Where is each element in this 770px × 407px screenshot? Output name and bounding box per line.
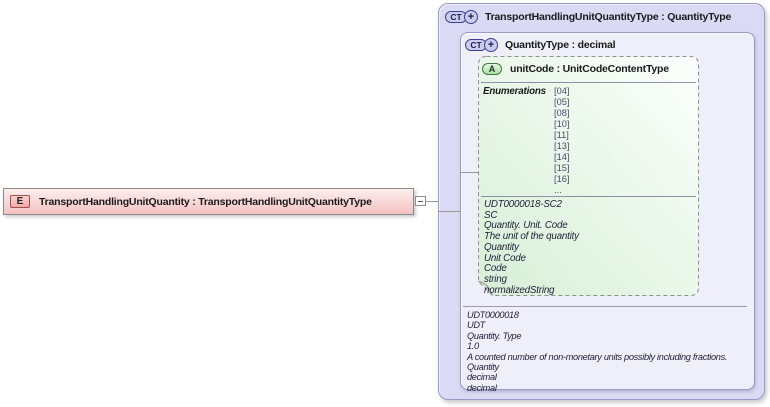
element-label: TransportHandlingUnitQuantity : Transpor… [39, 195, 372, 208]
separator [481, 82, 696, 83]
enumeration-value: ... [554, 185, 562, 195]
complex-type-icon: CT + [445, 10, 479, 24]
attribute-title: unitCode : UnitCodeContentType [510, 63, 669, 75]
collapse-toggle[interactable] [415, 196, 426, 206]
complex-type-title: TransportHandlingUnitQuantityType : Quan… [485, 11, 732, 23]
annotation-line: UDT [467, 320, 485, 331]
enumerations-section: Enumerations [04][05][08][10][11][13][14… [478, 86, 699, 196]
attribute-header: A unitCode : UnitCodeContentType [478, 58, 699, 80]
enumeration-value: [04] [554, 86, 570, 96]
element-box[interactable]: E TransportHandlingUnitQuantity : Transp… [3, 188, 414, 215]
annotation-line: decimal [467, 372, 497, 383]
connector-line [439, 211, 460, 212]
enumeration-values: [04][05][08][10][11][13][14][15][16]... [554, 86, 570, 196]
plus-icon: + [484, 38, 498, 52]
minus-icon [418, 200, 423, 202]
enumeration-value: [15] [554, 163, 570, 173]
enumeration-value: [14] [554, 152, 570, 162]
annotation-line: Quantity. Unit. Code [484, 220, 568, 232]
annotation-line: SC [484, 209, 498, 221]
element-icon: E [10, 195, 30, 208]
annotation-line: Quantity [467, 362, 499, 373]
enumeration-value: [08] [554, 108, 570, 118]
connector-line [460, 172, 478, 173]
annotation-line: UDT0000018 [467, 310, 519, 320]
enumeration-value: [13] [554, 141, 570, 151]
annotation-line: UDT0000018-SC2 [484, 199, 562, 210]
annotation-line: 1.0 [467, 341, 479, 352]
annotation-line: decimal [467, 382, 497, 393]
annotation-line: Quantity [484, 241, 519, 253]
enumeration-value: [11] [554, 130, 569, 140]
complex-type-header: CT + TransportHandlingUnitQuantityType :… [445, 10, 731, 24]
simple-content-header: CT + QuantityType : decimal [465, 38, 616, 52]
enumeration-value: [05] [554, 97, 570, 107]
attribute-icon: A [482, 63, 502, 75]
annotation-line: string [484, 273, 507, 285]
attribute-card-outline [478, 56, 699, 296]
annotation-line: A counted number of non-monetary units p… [467, 351, 728, 362]
attribute-card[interactable]: A unitCode : UnitCodeContentType Enumera… [478, 56, 699, 296]
simple-content-title: QuantityType : decimal [505, 39, 616, 51]
simple-content-box[interactable]: CT + QuantityType : decimal [460, 32, 755, 393]
enumeration-value: [16] [554, 174, 570, 184]
enumerations-label: Enumerations [483, 86, 546, 97]
annotation-line: Quantity. Type [467, 330, 522, 341]
annotation-line: The unit of the quantity [484, 231, 579, 243]
simple-content-icon: CT + [465, 38, 499, 52]
plus-icon: + [464, 10, 478, 24]
enumeration-value: [10] [554, 119, 570, 129]
separator [481, 196, 696, 197]
separator [463, 306, 747, 307]
complex-type-box[interactable]: CT + TransportHandlingUnitQuantityType :… [438, 3, 765, 400]
annotation-line: Code [484, 263, 507, 275]
annotation-line: Unit Code [484, 252, 526, 264]
connector-line [426, 201, 439, 202]
annotation-line: normalizedString [484, 284, 555, 296]
attribute-card-content: A unitCode : UnitCodeContentType Enumera… [478, 56, 699, 296]
